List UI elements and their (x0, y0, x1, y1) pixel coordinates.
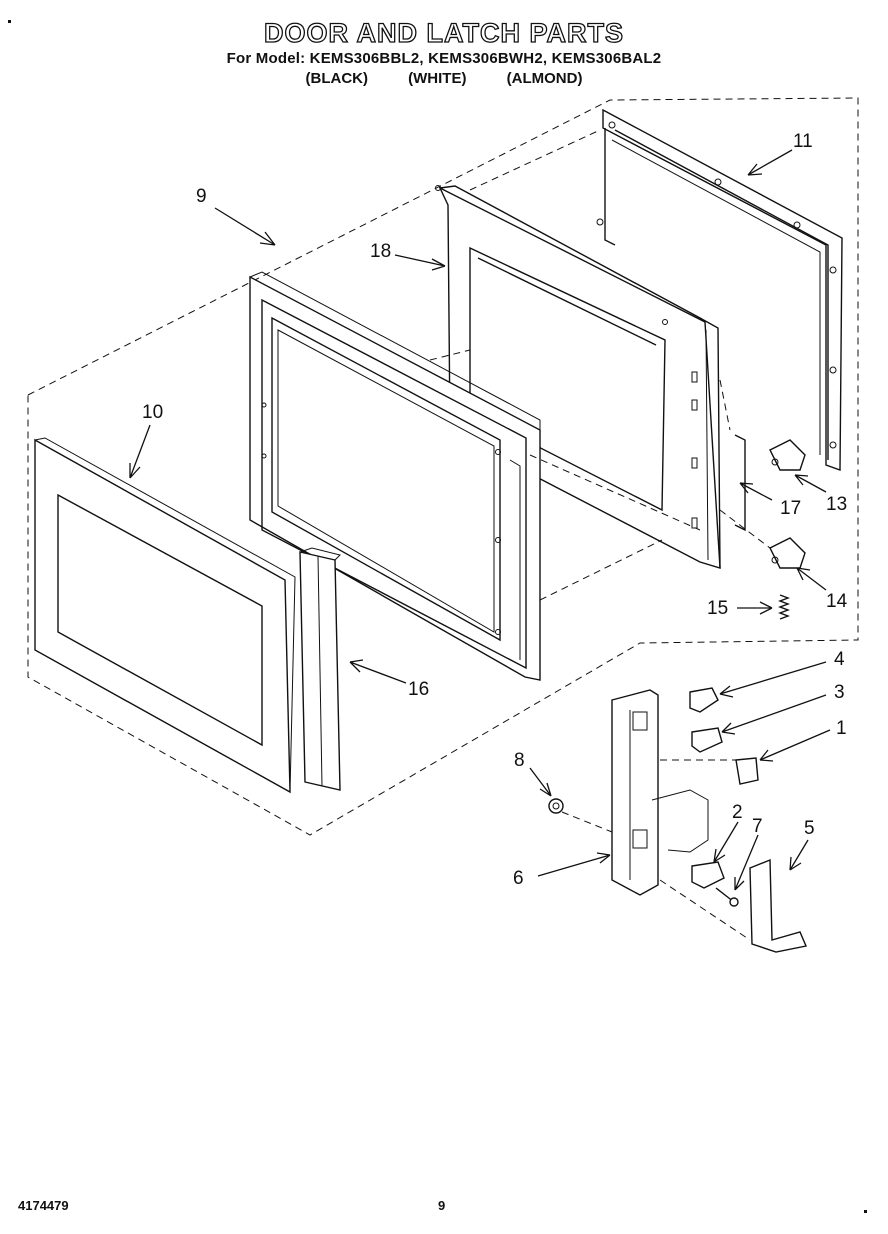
part-16-choke-strip (299, 547, 341, 791)
part-9-door (249, 271, 541, 681)
callout-1: 1 (836, 718, 847, 739)
corner-mark-top-left (8, 20, 11, 23)
color-almond: (ALMOND) (506, 70, 583, 87)
callout-18: 18 (370, 241, 391, 262)
part-13-upper-latch (769, 439, 806, 471)
callout-2: 2 (732, 802, 743, 823)
callout-10: 10 (142, 402, 163, 423)
callout-7: 7 (752, 816, 763, 837)
part-10-outer-panel (34, 437, 296, 794)
callout-8: 8 (514, 750, 525, 771)
document-part-number: 4174479 (18, 1198, 69, 1213)
part-5-bracket (749, 858, 807, 953)
callout-14: 14 (826, 591, 848, 612)
callout-4: 4 (834, 649, 845, 670)
part-6-latch-housing (611, 689, 659, 896)
page-number: 9 (438, 1198, 446, 1213)
model-subtitle: For Model: KEMS306BBL2, KEMS306BWH2, KEM… (226, 50, 662, 67)
part-8-nut (548, 798, 613, 833)
part-14-lower-latch (769, 537, 806, 569)
assembly-guides (429, 129, 771, 601)
callout-17: 17 (780, 498, 801, 519)
callout-3: 3 (834, 682, 845, 703)
callout-16: 16 (408, 679, 429, 700)
part-3-switch (691, 727, 723, 753)
part-17-latch-link (734, 434, 746, 532)
color-black: (BLACK) (305, 70, 368, 87)
part-7-screw (715, 887, 739, 907)
callout-labels: 9 18 11 10 17 13 14 15 16 4 3 1 8 2 7 5 … (142, 131, 848, 889)
corner-mark-bottom-right (864, 1210, 867, 1213)
color-variants: (BLACK) (WHITE) (ALMOND) (0, 70, 888, 87)
part-2-switch (691, 861, 725, 889)
part-15-spring (778, 594, 790, 620)
callout-13: 13 (826, 494, 847, 515)
door-assembly-boundary (27, 97, 859, 836)
color-white: (WHITE) (408, 70, 467, 87)
leader-arrows (129, 149, 831, 891)
callout-11: 11 (793, 131, 813, 152)
callout-9: 9 (196, 186, 207, 207)
part-1-switch (735, 757, 759, 785)
latch-wires (651, 759, 751, 941)
callout-5: 5 (804, 818, 815, 839)
part-4-switch (689, 687, 719, 713)
callout-6: 6 (513, 868, 524, 889)
part-11-back-panel (596, 108, 843, 471)
callout-15: 15 (707, 598, 728, 619)
page-title: DOOR AND LATCH PARTS (263, 17, 624, 48)
part-18-inner-frame (435, 185, 721, 569)
